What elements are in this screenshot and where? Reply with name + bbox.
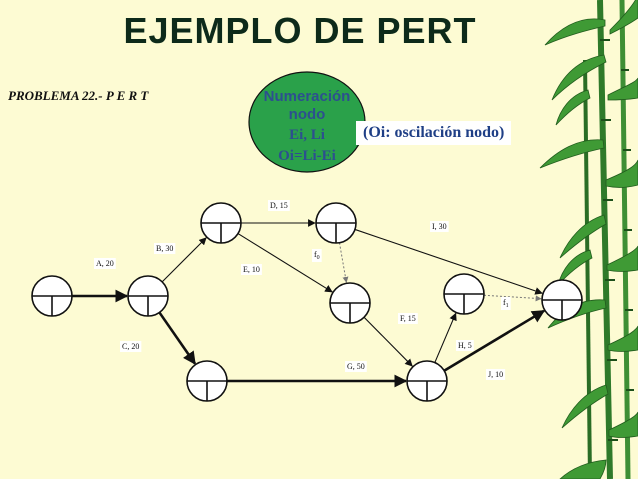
arrow-b — [161, 237, 207, 283]
arrow-i — [354, 228, 543, 295]
activity-labels: A, 20 B, 30 C, 20 D, 15 E, 10 f0 I, 30 F, 15 G, … — [94, 200, 511, 380]
ellipse-line-3: Ei, Li — [289, 127, 325, 143]
arrow-f1 — [483, 294, 542, 302]
activity-label-d: D, 15 — [270, 201, 288, 210]
activity-label-e: E, 10 — [243, 265, 260, 274]
slide-title: EJEMPLO DE PERT — [123, 10, 477, 51]
activity-label-bg-f1 — [501, 297, 511, 310]
event-node-5 — [315, 202, 357, 244]
activity-label-b: B, 30 — [156, 244, 173, 253]
activity-label-f1: f1 — [503, 298, 509, 309]
arrow-h — [434, 312, 457, 363]
event-node-6 — [329, 282, 371, 324]
activity-label-bg-j — [486, 369, 506, 380]
activity-label-a: A, 20 — [96, 259, 114, 268]
activity-label-i: I, 30 — [432, 222, 447, 231]
activity-label-bg-d — [268, 200, 290, 211]
arrow-f — [363, 316, 413, 367]
activity-label-bg-h — [456, 340, 474, 351]
activity-label-bg-b — [154, 243, 176, 254]
activity-label-bg-f — [398, 313, 418, 324]
activity-label-bg-i — [430, 221, 449, 232]
activity-label-h: H, 5 — [458, 341, 472, 350]
activity-label-f0: f0 — [314, 250, 320, 261]
ellipse-line-4: Oi=Li-Ei — [278, 148, 336, 164]
activity-label-bg-c — [120, 341, 142, 352]
activity-label-bg-g — [345, 361, 367, 372]
legend-ellipse: Numeración nodo Ei, Li Oi=Li-Ei — [248, 71, 366, 173]
event-nodes — [31, 202, 583, 402]
activity-label-f: F, 15 — [400, 314, 416, 323]
event-node-3 — [200, 202, 242, 244]
bamboo-leaves — [539, 0, 638, 479]
event-node-9 — [541, 279, 583, 321]
problem-subtitle: PROBLEMA 22.- P E R T — [8, 88, 149, 103]
ellipse-line-2: nodo — [289, 106, 326, 123]
activity-label-j: J, 10 — [488, 370, 503, 379]
event-node-2 — [127, 275, 169, 317]
activity-label-bg-a — [94, 258, 116, 269]
arrow-j — [443, 309, 546, 372]
activity-label-bg-e — [241, 264, 262, 275]
activity-label-bg-f0 — [312, 249, 322, 262]
event-node-1 — [31, 275, 73, 317]
bamboo-stalks — [583, 0, 634, 479]
event-node-4 — [186, 360, 228, 402]
arrow-f0 — [338, 242, 349, 283]
activity-label-c: C, 20 — [122, 342, 139, 351]
arrow-c — [158, 311, 197, 365]
event-node-7 — [406, 360, 448, 402]
arrow-e — [237, 233, 333, 293]
oscillation-note: (Oi: oscilación nodo) — [356, 121, 512, 145]
event-node-8 — [443, 273, 485, 315]
activity-arrows — [72, 219, 546, 388]
ellipse-line-1: Numeración — [264, 88, 351, 105]
activity-label-g: G, 50 — [347, 362, 365, 371]
